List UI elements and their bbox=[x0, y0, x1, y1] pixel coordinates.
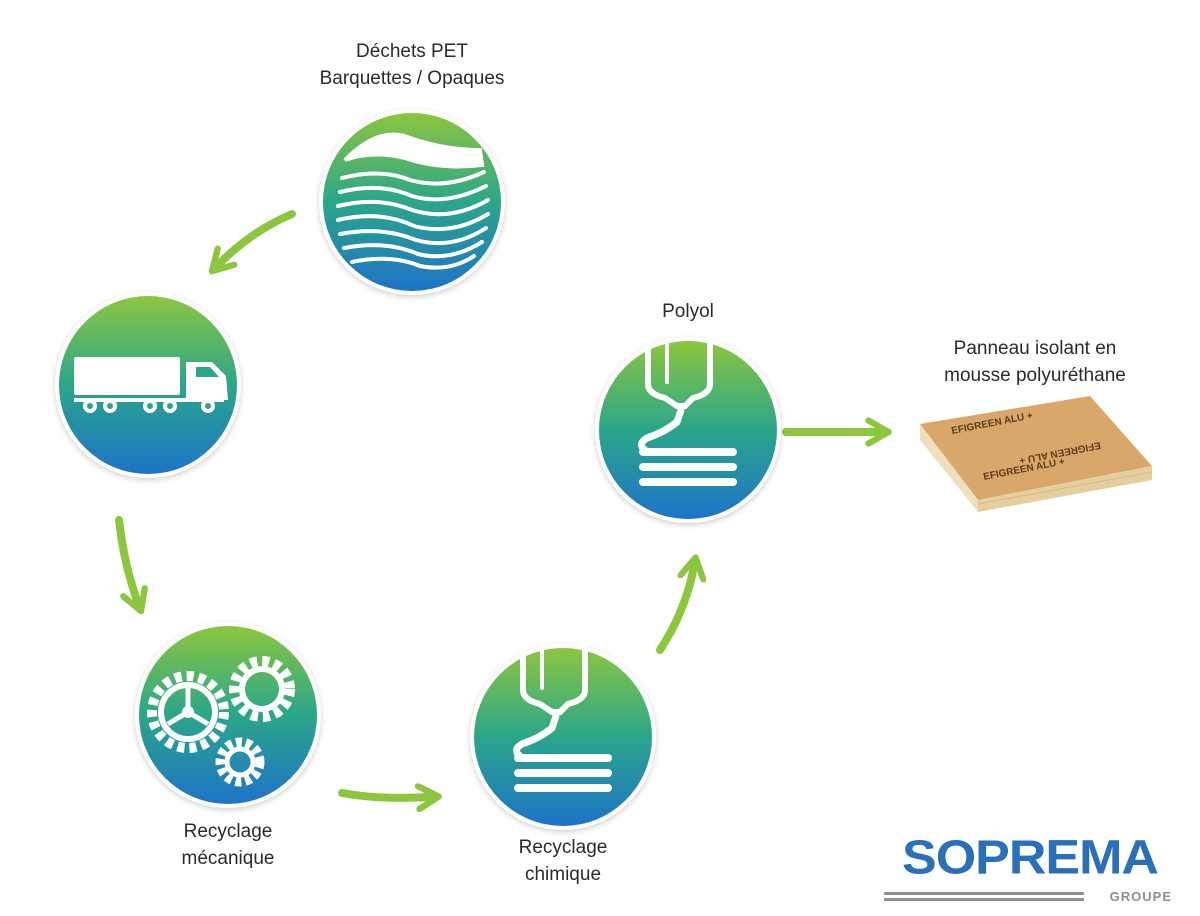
node-transport bbox=[55, 292, 241, 478]
node-dechets bbox=[319, 109, 505, 295]
soprema-logo: SOPREMA GROUPE bbox=[884, 832, 1176, 906]
node-meca bbox=[135, 622, 321, 808]
label-line: Recyclage bbox=[518, 837, 608, 858]
label-line: mousse polyuréthane bbox=[944, 365, 1126, 386]
flow-arrows bbox=[115, 210, 880, 798]
logo-line bbox=[884, 898, 1084, 901]
node-polyol bbox=[595, 331, 781, 523]
stacked-sheets-icon bbox=[336, 132, 490, 270]
label-polyol: Polyol bbox=[628, 298, 748, 325]
gears-icon bbox=[147, 656, 295, 787]
arrow-chimique-to-polyol bbox=[656, 566, 694, 654]
label-line: Barquettes / Opaques bbox=[319, 68, 505, 89]
label-chimique: Recyclage chimique bbox=[483, 834, 643, 888]
label-line: Panneau isolant en bbox=[953, 338, 1117, 359]
arrow-dechets-to-transport bbox=[218, 210, 296, 265]
arrow-meca-to-chimique bbox=[338, 793, 430, 798]
insulation-panel-icon: EFIGREEN ALU + EFIGREEN ALU + EFIGREEN A… bbox=[920, 396, 1153, 512]
node-panneau: EFIGREEN ALU + EFIGREEN ALU + EFIGREEN A… bbox=[920, 396, 1153, 512]
label-line: Recyclage bbox=[183, 821, 273, 842]
truck-icon bbox=[74, 357, 228, 413]
nozzle-icon bbox=[638, 331, 737, 486]
node-chimique bbox=[470, 637, 656, 830]
logo-sub: GROUPE bbox=[1109, 889, 1172, 904]
logo-bar: GROUPE bbox=[884, 890, 1176, 906]
label-line: chimique bbox=[524, 864, 602, 885]
nozzle-icon bbox=[513, 637, 612, 792]
arrow-transport-to-meca bbox=[115, 516, 138, 603]
logo-line bbox=[884, 892, 1084, 895]
label-line: mécanique bbox=[181, 848, 275, 869]
label-line: Polyol bbox=[662, 301, 714, 322]
label-dechets: Déchets PET Barquettes / Opaques bbox=[302, 38, 522, 92]
logo-name: SOPREMA bbox=[902, 831, 1159, 885]
label-panneau: Panneau isolant en mousse polyuréthane bbox=[920, 335, 1150, 389]
label-meca: Recyclage mécanique bbox=[148, 818, 308, 872]
label-line: Déchets PET bbox=[356, 41, 468, 62]
